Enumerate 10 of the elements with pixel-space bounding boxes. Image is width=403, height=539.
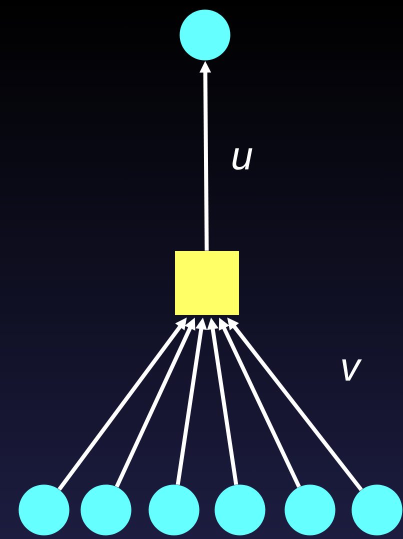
circle-node xyxy=(148,484,200,536)
circle-node xyxy=(80,484,132,536)
circle-node xyxy=(18,484,70,536)
circle-node xyxy=(352,484,402,536)
square-node xyxy=(175,251,239,315)
weight-label: v xyxy=(342,359,362,381)
edge-label: u xyxy=(232,148,252,170)
circle-node xyxy=(180,10,230,60)
circle-node xyxy=(214,484,266,536)
circle-node xyxy=(284,484,336,536)
